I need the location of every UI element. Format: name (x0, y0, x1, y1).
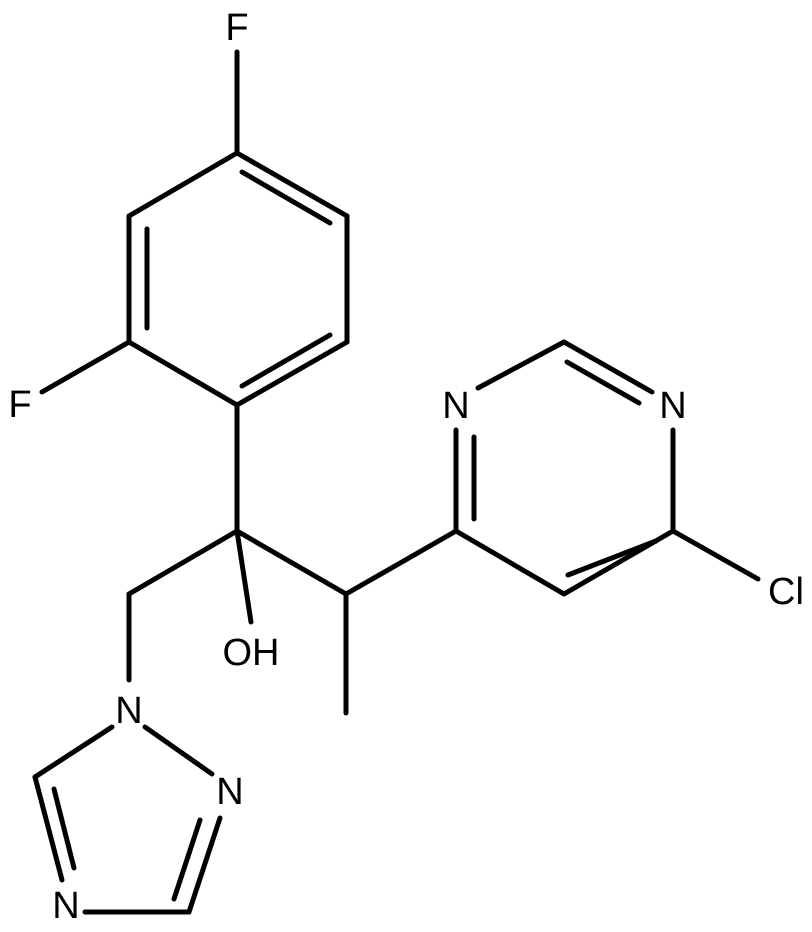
bond (126, 150, 240, 219)
fluorine-left-label: F (8, 384, 31, 426)
chlorine-label: Cl (768, 571, 804, 613)
triazole-n2-label: N (216, 771, 243, 813)
triazole-ring (32, 724, 223, 915)
bond (234, 339, 350, 408)
bond (126, 339, 240, 408)
double-bond-inner (239, 332, 333, 389)
double-bond-inner (565, 538, 659, 578)
double-bond-inner (171, 817, 203, 902)
bond (32, 774, 65, 883)
double-bond-inner (564, 359, 642, 406)
bond-c-cl (670, 528, 761, 582)
bond (186, 815, 223, 915)
pyrimidine-ring (453, 339, 676, 597)
bond-central-ch2 (126, 528, 240, 597)
pyrimidine-n-right-label: N (659, 385, 686, 427)
double-bond-inner (239, 169, 333, 226)
bond (234, 150, 350, 219)
double-bond-inner (51, 786, 77, 871)
bond (561, 339, 655, 395)
bond-central-ch (234, 528, 349, 597)
bond-central-oh (234, 528, 254, 625)
bond (475, 339, 567, 391)
bond-ch-pyrimidine (343, 528, 459, 597)
bond (32, 724, 115, 780)
bond (453, 528, 567, 597)
bond-c-f-left (39, 339, 132, 395)
difluorophenyl-ring (126, 150, 350, 408)
triazole-n4-label: N (52, 885, 79, 927)
pyrimidine-n-left-label: N (442, 385, 469, 427)
bond (142, 724, 215, 777)
hydroxyl-label: OH (223, 632, 280, 674)
fluorine-top-label: F (225, 7, 248, 49)
triazole-n1-label: N (115, 690, 142, 732)
